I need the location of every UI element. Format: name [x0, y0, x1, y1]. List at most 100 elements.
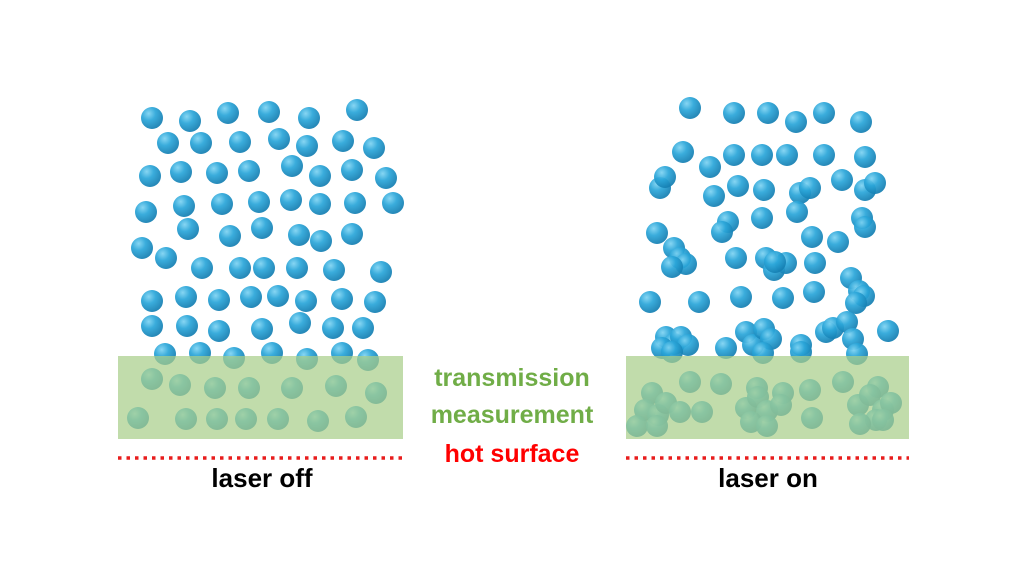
laser-off-particle — [176, 315, 198, 337]
laser-on-particle — [831, 169, 853, 191]
laser-on-particle — [654, 166, 676, 188]
laser-off-particle — [268, 128, 290, 150]
laser-off-particle — [251, 217, 273, 239]
laser-off-particle — [217, 102, 239, 124]
laser-on-particle — [799, 177, 821, 199]
laser-on-particle — [813, 102, 835, 124]
laser-on-particle — [764, 251, 786, 273]
laser-off-particle — [332, 130, 354, 152]
laser-off-particle — [323, 259, 345, 281]
laser-on-particle — [854, 216, 876, 238]
laser-on-particle — [730, 286, 752, 308]
laser-off-particle — [179, 110, 201, 132]
laser-on-particle — [679, 97, 701, 119]
laser-off-particle — [240, 286, 262, 308]
laser-off-particle — [267, 285, 289, 307]
laser-on-particle — [715, 337, 737, 359]
laser-on-particle — [804, 252, 826, 274]
laser-off-particle — [238, 160, 260, 182]
laser-off-particle — [296, 135, 318, 157]
laser-off-particle — [280, 189, 302, 211]
laser-off-particle — [298, 107, 320, 129]
laser-off-particle — [286, 257, 308, 279]
laser-off-particle — [229, 131, 251, 153]
laser-off-particle — [135, 201, 157, 223]
laser-off-particle — [341, 223, 363, 245]
laser-off-particle — [191, 257, 213, 279]
laser-on-particle — [776, 144, 798, 166]
laser-off-particle — [229, 257, 251, 279]
laser-on-particle — [803, 281, 825, 303]
laser-off-particle — [363, 137, 385, 159]
laser-off-particle — [281, 155, 303, 177]
laser-off-particle — [309, 193, 331, 215]
measurement-zone-right — [626, 356, 909, 439]
laser-on-particle — [711, 221, 733, 243]
laser-on-particle — [751, 144, 773, 166]
laser-off-particle — [141, 290, 163, 312]
laser-off-particle — [190, 132, 212, 154]
laser-on-particle — [723, 144, 745, 166]
laser-on-particle — [845, 292, 867, 314]
laser-off-particle — [331, 288, 353, 310]
laser-off-particle — [177, 218, 199, 240]
laser-on-particle — [813, 144, 835, 166]
laser-off-particle — [175, 286, 197, 308]
laser-off-particle — [253, 257, 275, 279]
laser-off-particle — [258, 101, 280, 123]
laser-off-particle — [173, 195, 195, 217]
laser-on-particle — [688, 291, 710, 313]
laser-on-particle — [753, 179, 775, 201]
laser-on-particle — [836, 311, 858, 333]
laser-off-particle — [370, 261, 392, 283]
laser-off-particle — [346, 99, 368, 121]
laser-on-particle — [772, 287, 794, 309]
laser-off-particle — [352, 317, 374, 339]
laser-off-particle — [141, 107, 163, 129]
laser-off-particle — [295, 290, 317, 312]
laser-off-particle — [141, 315, 163, 337]
laser-on-particle — [639, 291, 661, 313]
laser-on-particle — [646, 222, 668, 244]
measurement-label: measurement — [431, 401, 594, 429]
laser-off-particle — [310, 230, 332, 252]
laser-off-particle — [155, 247, 177, 269]
laser-off-particle — [206, 162, 228, 184]
laser-off-particle — [251, 318, 273, 340]
laser-on-particle — [661, 256, 683, 278]
laser-off-particle — [219, 225, 241, 247]
laser-off-particle — [309, 165, 331, 187]
laser-on-particle — [723, 102, 745, 124]
laser-on-particle — [827, 231, 849, 253]
laser-on-particle — [801, 226, 823, 248]
laser-on-particle — [703, 185, 725, 207]
laser-off-particle — [289, 312, 311, 334]
laser-off-particle — [208, 289, 230, 311]
laser-off-particle — [341, 159, 363, 181]
laser-off-particle — [344, 192, 366, 214]
laser-on-particle — [864, 172, 886, 194]
laser-off-particle — [288, 224, 310, 246]
laser-off-particle — [382, 192, 404, 214]
transmission-label: transmission — [434, 364, 590, 392]
laser-on-particle — [672, 141, 694, 163]
laser-on-particle — [854, 146, 876, 168]
laser-off-particle — [322, 317, 344, 339]
laser-on-particle — [757, 102, 779, 124]
laser-on-particle — [725, 247, 747, 269]
laser-off-particle — [208, 320, 230, 342]
hot-surface-label: hot surface — [445, 440, 580, 468]
laser-off-particle — [375, 167, 397, 189]
laser-on-label: laser on — [718, 463, 818, 493]
laser-off-particle — [157, 132, 179, 154]
laser-off-particle — [131, 237, 153, 259]
laser-off-particle — [364, 291, 386, 313]
laser-off-label: laser off — [211, 463, 312, 493]
laser-off-particle — [139, 165, 161, 187]
laser-on-particle — [786, 201, 808, 223]
laser-on-particle — [850, 111, 872, 133]
laser-on-particle — [877, 320, 899, 342]
laser-on-particle — [699, 156, 721, 178]
measurement-zone-left — [118, 356, 403, 439]
